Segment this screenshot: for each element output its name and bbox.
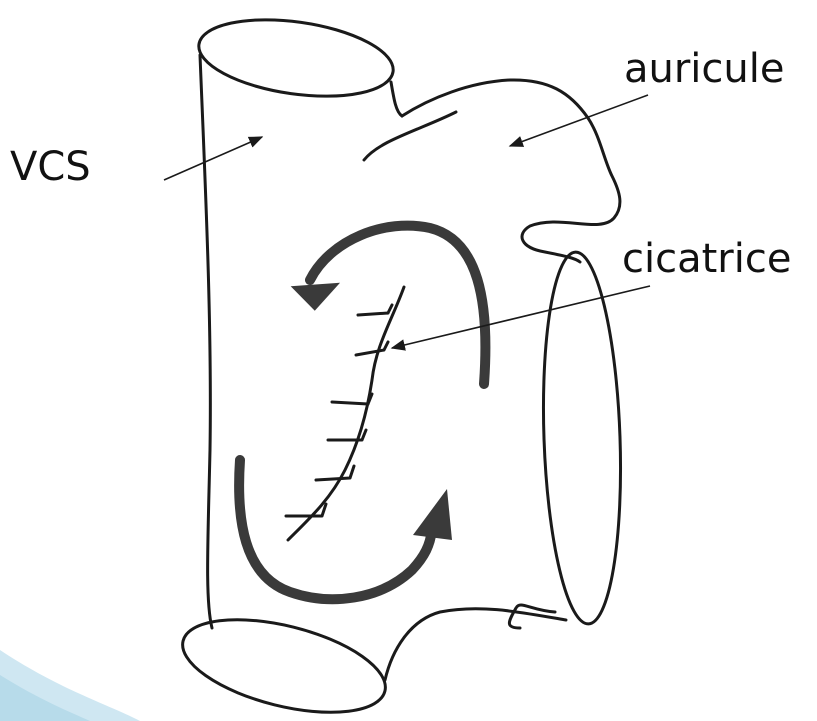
- vcs-left-wall: [200, 55, 212, 628]
- auricle-outline: [402, 80, 620, 262]
- suture-stitch-icon: [316, 466, 354, 480]
- suture-stitch-icon: [356, 342, 388, 355]
- arrow-pointer-icon: [510, 95, 648, 146]
- right-vessel-opening: [538, 251, 627, 625]
- vcs-right-wall: [391, 82, 402, 116]
- suture-stitch-icon: [332, 394, 372, 404]
- label-vcs: VCS: [10, 144, 91, 190]
- curved-flow-arrow-icon: [413, 489, 452, 540]
- vessel-outline: [173, 9, 626, 721]
- label-auricule: auricule: [624, 46, 785, 92]
- label-cicatrice: cicatrice: [622, 236, 791, 282]
- suture-stitch-icon: [358, 305, 392, 315]
- bottom-opening: [173, 602, 394, 721]
- suture-scar: [286, 287, 404, 540]
- bottom-connecting-wall: [385, 609, 566, 680]
- curved-flow-arrow-bottom: [239, 460, 432, 599]
- arrow-pointer-icon: [164, 137, 262, 180]
- suture-line: [288, 287, 404, 540]
- vcs-top-opening: [194, 9, 398, 108]
- flow-arrows: [239, 226, 485, 600]
- auricle-crease: [364, 112, 456, 160]
